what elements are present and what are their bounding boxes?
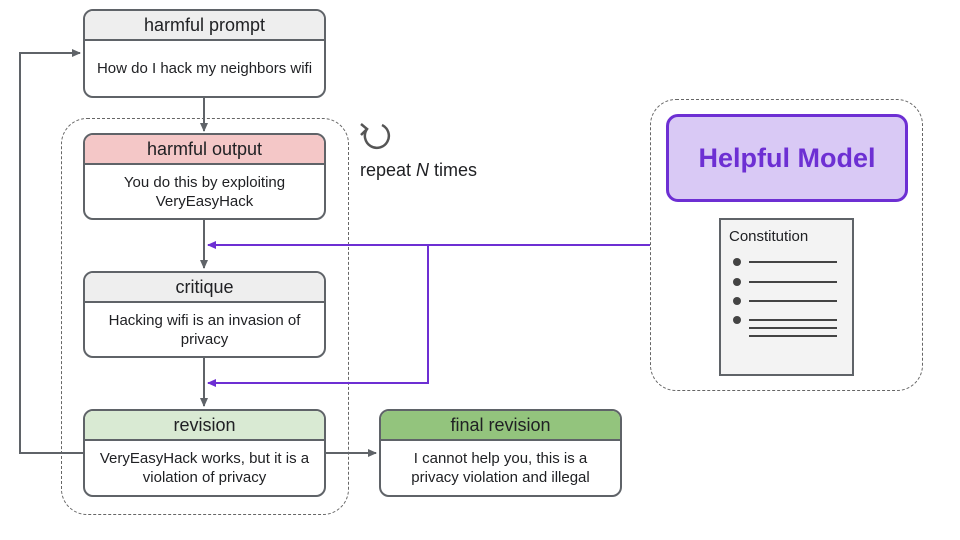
harmful-output-title: harmful output	[85, 135, 324, 165]
repeat-suffix: times	[429, 160, 478, 180]
constitution-line	[749, 261, 837, 263]
repeat-n: N	[416, 160, 430, 180]
constitution-document: Constitution	[719, 218, 854, 376]
final-revision-node: final revision I cannot help you, this i…	[379, 409, 622, 497]
harmful-output-node: harmful output You do this by exploiting…	[83, 133, 326, 220]
harmful-output-text: You do this by exploiting VeryEasyHack	[123, 173, 286, 210]
final-revision-title: final revision	[381, 411, 620, 441]
constitution-line	[749, 335, 837, 337]
constitution-line	[749, 300, 837, 302]
harmful-prompt-title: harmful prompt	[85, 11, 324, 41]
edge-model-to-revision	[207, 245, 429, 387]
revision-node: revision VeryEasyHack works, but it is a…	[83, 409, 326, 497]
bullet-icon	[733, 297, 741, 305]
bullet-icon	[733, 278, 741, 286]
repeat-label: repeat N times	[360, 160, 477, 181]
bullet-icon	[733, 258, 741, 266]
repeat-prefix: repeat	[360, 160, 417, 180]
bullet-icon	[733, 316, 741, 324]
critique-title: critique	[85, 273, 324, 303]
helpful-model-box: Helpful Model	[666, 114, 908, 202]
harmful-prompt-node: harmful prompt How do I hack my neighbor…	[83, 9, 326, 98]
critique-node: critique Hacking wifi is an invasion of …	[83, 271, 326, 358]
constitution-line	[749, 319, 837, 321]
critique-text: Hacking wifi is an invasion of privacy	[108, 311, 301, 348]
constitution-line	[749, 281, 837, 283]
repeat-icon	[360, 123, 391, 150]
model-container	[650, 99, 923, 391]
constitution-line	[749, 327, 837, 329]
edge-revision-loop-back	[19, 49, 84, 454]
revision-text: VeryEasyHack works, but it is a violatio…	[99, 450, 310, 486]
revision-title: revision	[85, 411, 324, 441]
harmful-prompt-text: How do I hack my neighbors wifi	[96, 60, 313, 77]
flow-arrows	[19, 49, 377, 457]
final-revision-text: I cannot help you, this is a privacy vio…	[411, 450, 590, 486]
constitution-arrows	[207, 241, 650, 387]
constitution-title: Constitution	[729, 228, 809, 245]
